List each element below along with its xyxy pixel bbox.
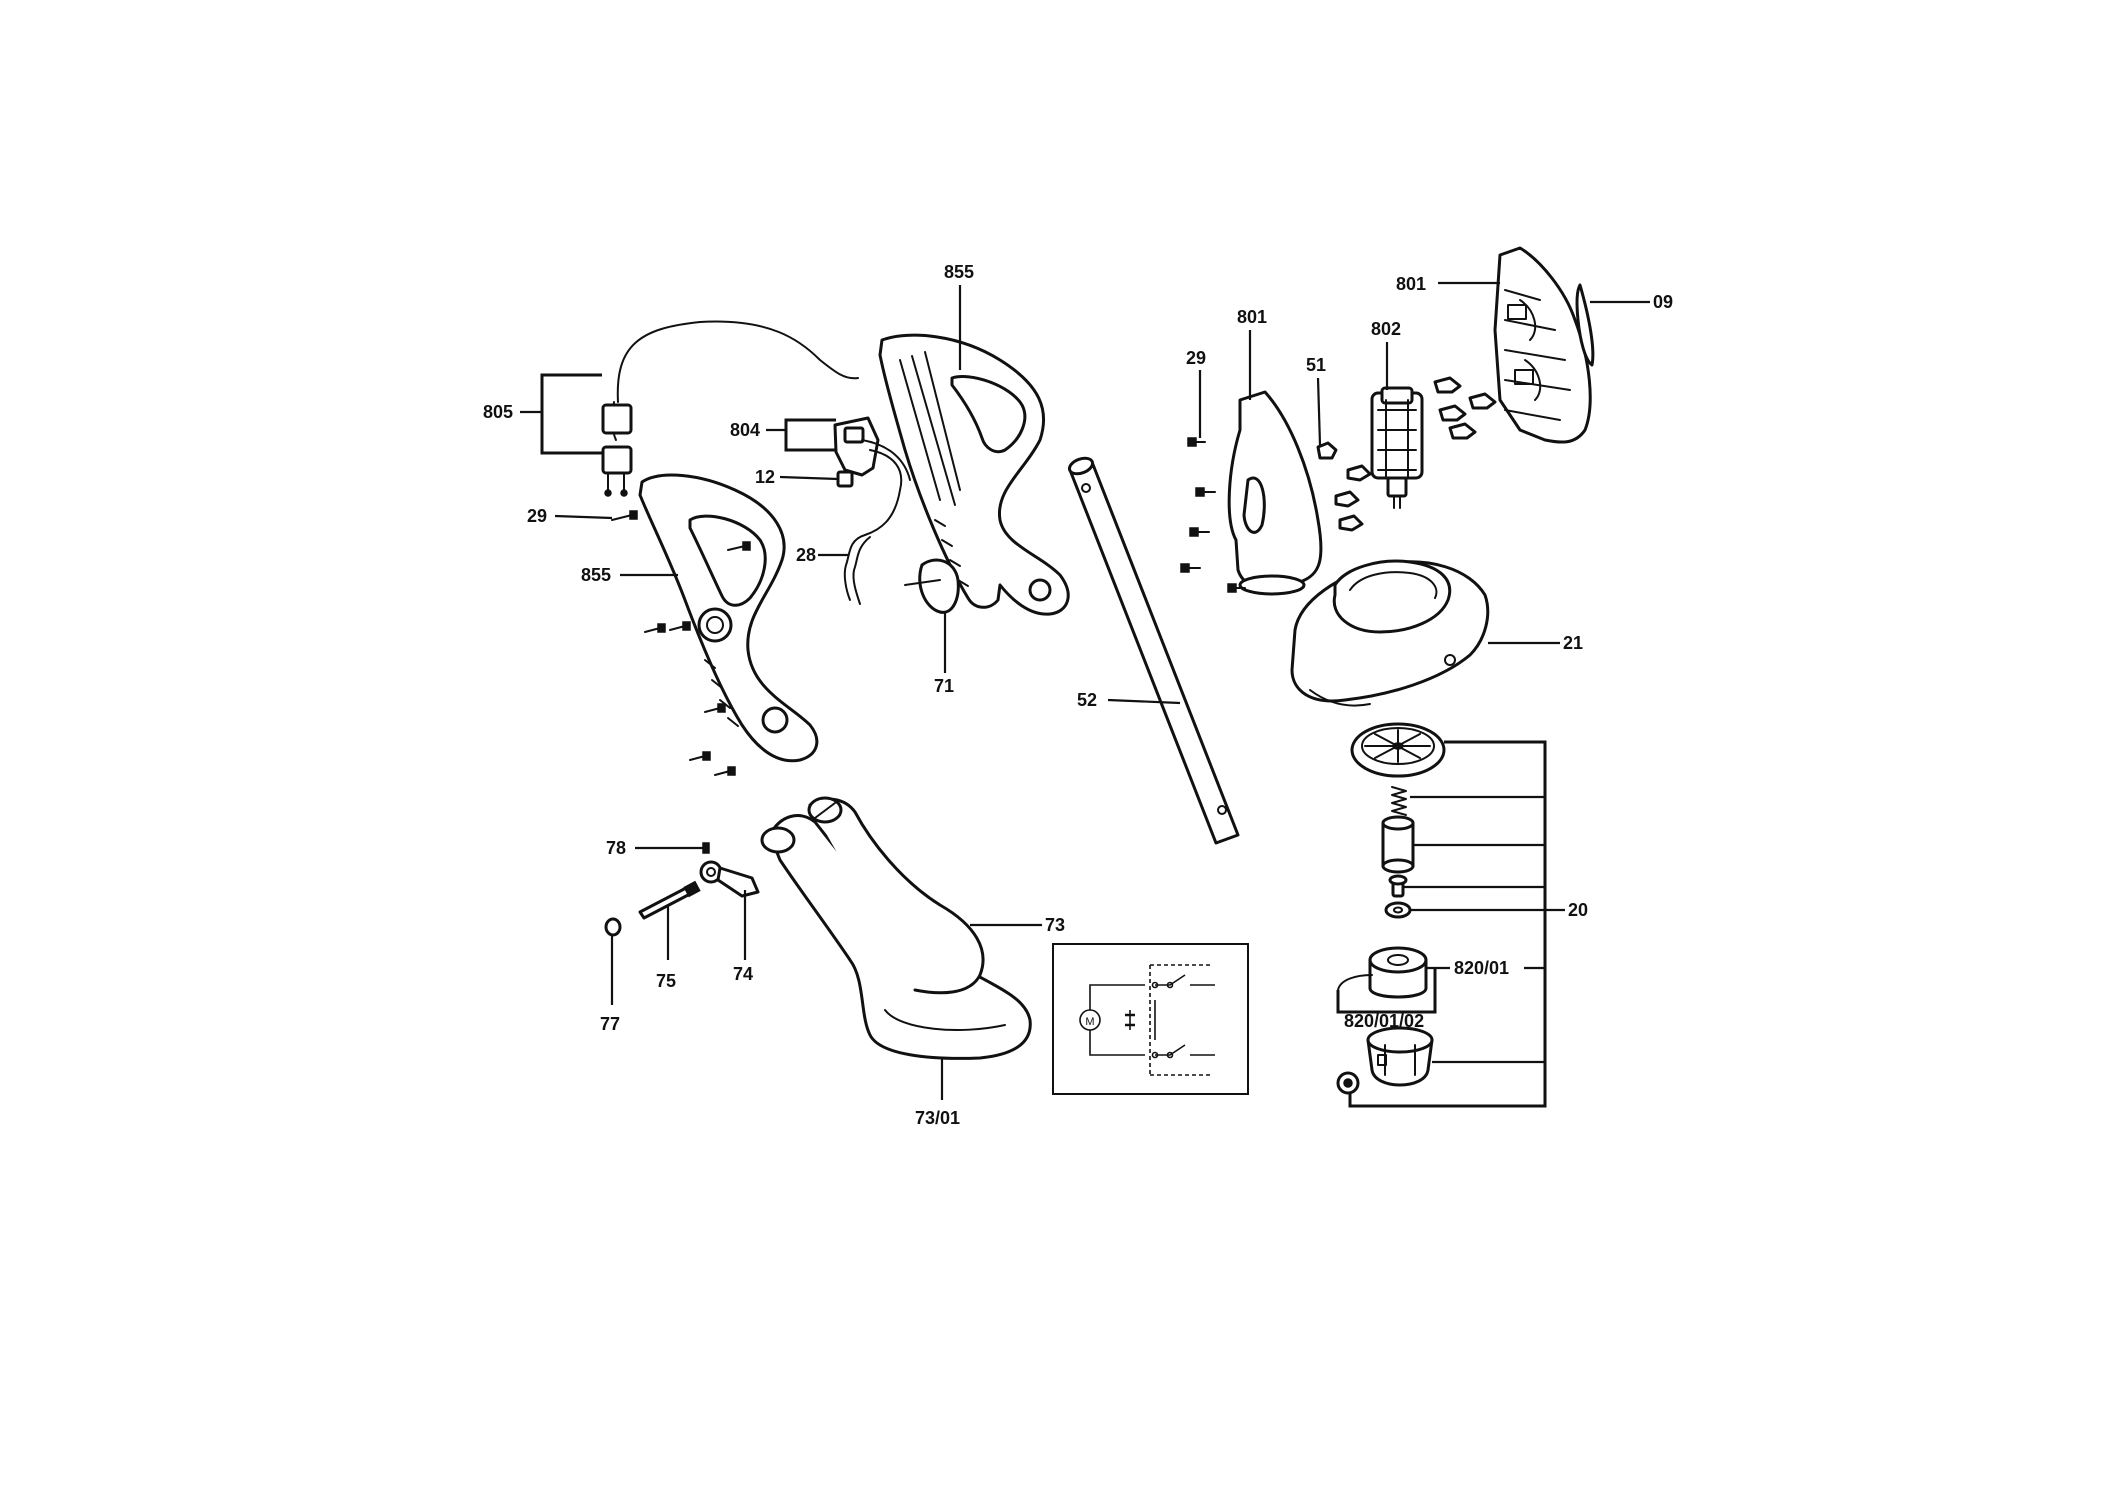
label-74: 74	[733, 964, 753, 984]
switch-804	[833, 416, 911, 536]
label-29-right: 29	[1186, 348, 1206, 368]
cover-09	[1575, 283, 1595, 367]
label-28: 28	[796, 545, 816, 565]
handle-half-855-right	[878, 333, 1070, 616]
spool-820-01	[1337, 946, 1428, 999]
label-73-01: 73/01	[915, 1108, 960, 1128]
label-805: 805	[483, 402, 513, 422]
label-820-01: 820/01	[1454, 958, 1509, 978]
label-52: 52	[1077, 690, 1097, 710]
label-75: 75	[656, 971, 676, 991]
fan-disc	[1350, 722, 1446, 778]
label-78: 78	[606, 838, 626, 858]
part-71	[904, 558, 960, 614]
label-804: 804	[730, 420, 760, 440]
pin-78	[702, 842, 710, 854]
label-71: 71	[934, 676, 954, 696]
bearings-802-side	[1433, 376, 1497, 440]
wires-28	[843, 534, 871, 605]
leader-lines	[520, 281, 1650, 1108]
label-73: 73	[1045, 915, 1065, 935]
motor-802	[1370, 386, 1424, 509]
brush-holders-51	[1316, 441, 1372, 532]
shaft-tube-52	[1067, 456, 1240, 845]
label-820-01-02: 820/01/02	[1344, 1011, 1424, 1031]
motor-housing-801-right	[1493, 246, 1592, 444]
front-handle-73	[760, 796, 1032, 1060]
label-855-right: 855	[944, 262, 974, 282]
label-51: 51	[1306, 355, 1326, 375]
screw-set-right	[1180, 437, 1246, 593]
label-20: 20	[1568, 900, 1588, 920]
washer	[1384, 901, 1412, 919]
label-801-left: 801	[1237, 307, 1267, 327]
part-labels: 805 29 855 804 12 28 855 71 52 29 801 51…	[483, 262, 1673, 1128]
bolt-75	[638, 880, 701, 920]
handle-half-855-left	[638, 473, 819, 763]
spring	[1391, 786, 1407, 816]
label-801-right: 801	[1396, 274, 1426, 294]
label-21: 21	[1563, 633, 1583, 653]
screw-set-left	[611, 510, 751, 776]
label-12: 12	[755, 467, 775, 487]
sleeve	[1381, 815, 1415, 874]
clamp-74	[699, 860, 760, 898]
label-855-left: 855	[581, 565, 611, 585]
label-09: 09	[1653, 292, 1673, 312]
nut-77	[604, 917, 622, 937]
label-77: 77	[600, 1014, 620, 1034]
knob	[1336, 1071, 1360, 1095]
wiring-schematic: M	[1052, 943, 1249, 1095]
power-cable-805	[601, 320, 859, 497]
spool-cap	[1366, 1026, 1434, 1087]
label-802: 802	[1371, 319, 1401, 339]
guard-21	[1290, 559, 1490, 707]
label-29-left: 29	[527, 506, 547, 526]
motor-symbol: M	[1085, 1016, 1094, 1028]
bolt	[1388, 874, 1408, 898]
motor-housing-801-left	[1227, 390, 1323, 596]
